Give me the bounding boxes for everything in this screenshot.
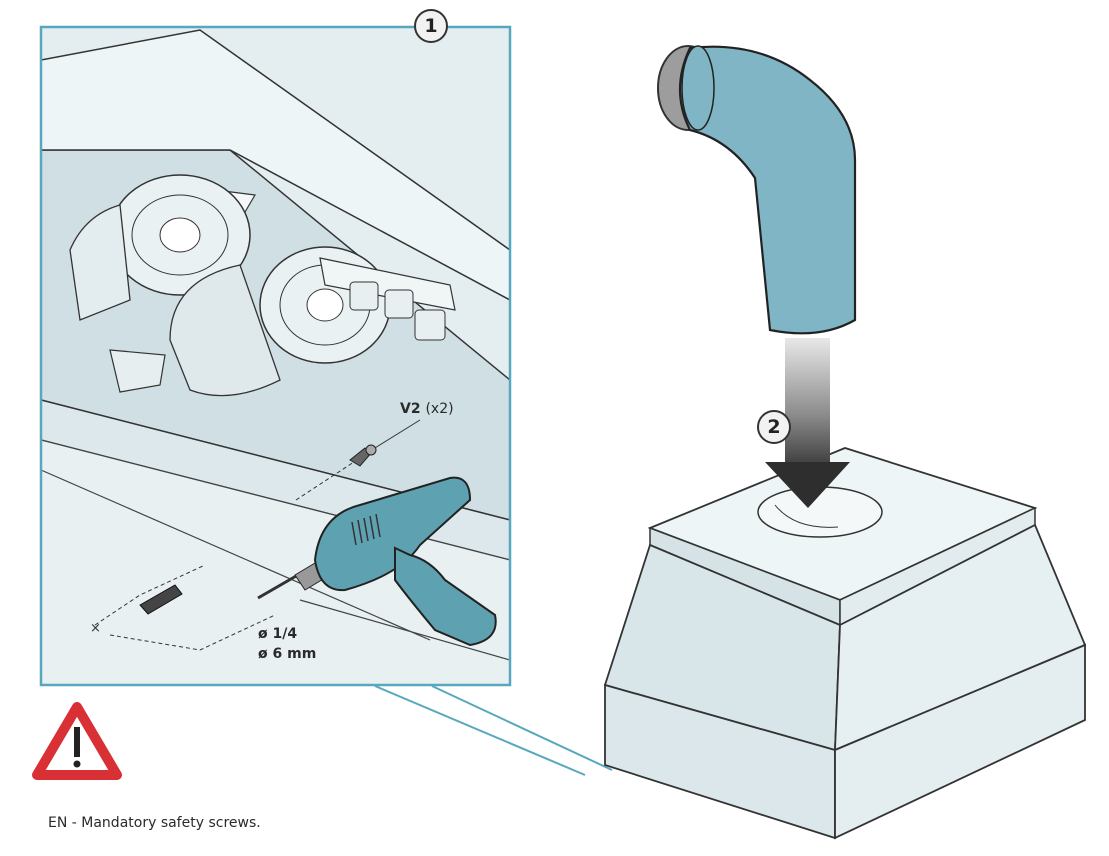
blower-left [69,174,251,321]
screw-icon [349,444,377,467]
drill-size-metric: ø 6 mm [258,646,317,662]
screw-code: V2 [400,401,421,417]
svg-text:×: × [90,621,101,636]
warning-triangle-icon [32,702,122,780]
control-block [319,257,456,341]
detail-panel: × [39,25,613,776]
screw-count: (x2) [425,401,454,417]
step-2-badge: 2 [757,410,791,444]
exhaust-duct [657,45,857,335]
range-hood [603,447,1087,840]
step-1-badge: 1 [414,9,448,43]
arrow-down-icon [765,338,850,508]
warning-text: EN - Mandatory safety screws. [48,815,261,831]
screw-label: V2 (x2) [400,401,454,417]
drill-size-imperial: ø 1/4 [258,626,298,642]
wall-plug-icon [139,584,183,615]
drill-icon [257,476,497,647]
